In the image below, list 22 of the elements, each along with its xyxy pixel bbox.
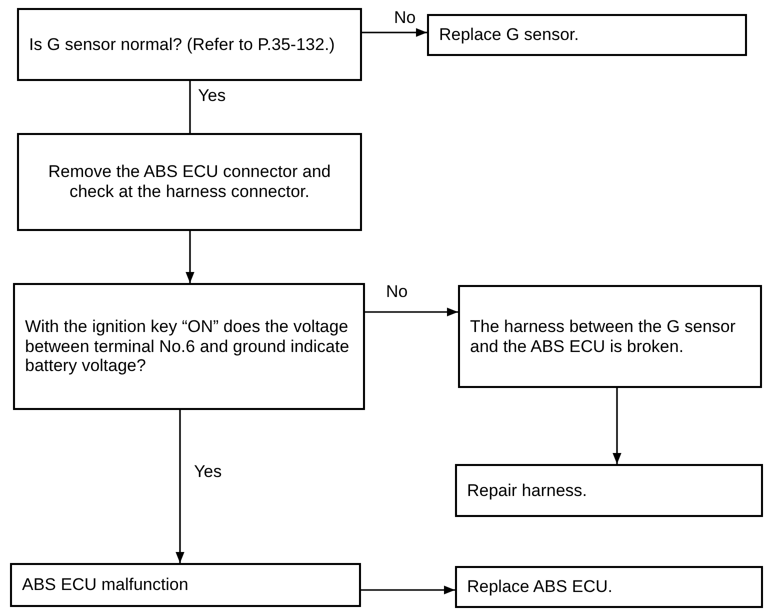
process-box — [10, 563, 361, 607]
box-text: With the ignition key “ON” does the voltage between terminal No.6 and ground indicate battery voltage? — [25, 317, 350, 376]
box-text: ABS ECU malfunction — [22, 575, 188, 595]
box-text: Repair harness. — [467, 480, 588, 500]
process-box — [458, 285, 762, 388]
process-box — [17, 8, 362, 81]
process-box — [427, 14, 747, 56]
box-text: The harness between the G sensor and the ABS ECU is broken. — [470, 316, 737, 356]
arrow — [612, 388, 622, 464]
box-text: Remove the ABS ECU connector and check at the harness connector. — [47, 162, 332, 202]
box-text: Replace ABS ECU. — [467, 577, 613, 597]
arrow — [176, 410, 184, 563]
box-text: Is G sensor normal? (Refer to P.35-132.) — [29, 34, 335, 54]
arrow — [365, 308, 458, 316]
process-box — [455, 464, 763, 517]
process-box — [17, 133, 362, 231]
process-box — [455, 566, 763, 608]
process-box — [13, 283, 365, 410]
arrow — [186, 231, 194, 283]
arrow — [362, 28, 427, 37]
arrow — [361, 586, 455, 594]
box-text: Replace G sensor. — [439, 25, 579, 45]
